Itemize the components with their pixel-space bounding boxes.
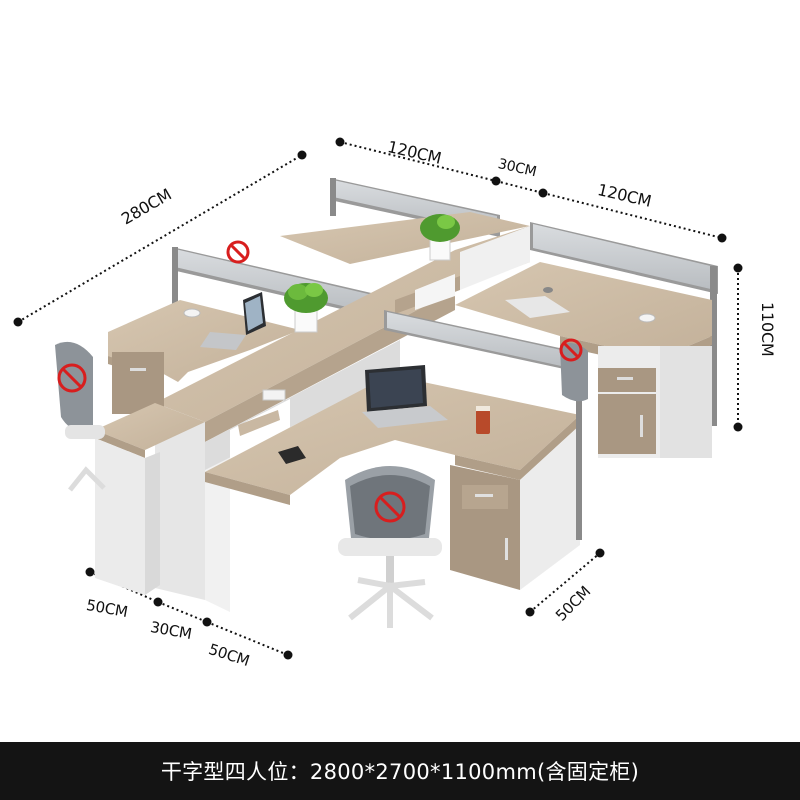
front-right-desk	[205, 310, 582, 590]
dimension-height: 110CM	[758, 302, 777, 357]
dimension-endpoints	[13, 137, 743, 660]
front-left-counter	[95, 403, 205, 595]
potted-plant	[284, 214, 460, 333]
back-right-desk	[455, 262, 712, 458]
product-caption: 干字型四人位：2800*2700*1100mm(含固定柜)	[160, 760, 640, 784]
dimension-lines	[17, 141, 739, 656]
caption-bar: 干字型四人位：2800*2700*1100mm(含固定柜)	[0, 742, 800, 800]
no-sign-icon	[57, 240, 583, 523]
product-photo: 280CM 120CM 30CM 120CM 110CM 50CM 50CM 3…	[13, 137, 777, 670]
workstation-illustration	[13, 137, 743, 660]
back-left-desk	[108, 292, 300, 414]
